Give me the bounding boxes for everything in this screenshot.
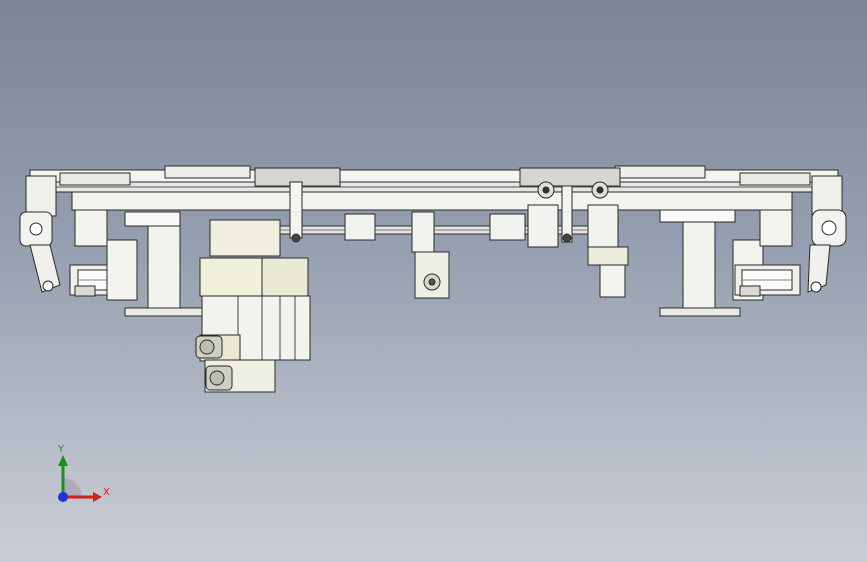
servo-motor [199,219,311,393]
motor-connector-lower [205,365,233,391]
triad-y-arrowhead [58,455,68,466]
left-clamp-arm [19,175,61,293]
triad-z-axis [58,492,68,502]
right-support-column [659,209,793,317]
left-support-column [74,209,206,317]
right-clamp-arm [807,175,847,293]
top-rail-assembly [29,165,839,211]
triad-y-label: Y [58,444,65,455]
right-cylinder [734,264,801,297]
triad-x-label: X [103,487,110,498]
triad-x-arrowhead [93,492,102,502]
center-bracket [289,181,450,299]
coordinate-triad [58,455,102,502]
triad-rotation-arc [63,478,82,497]
right-guide-blocks [489,181,629,298]
motor-connector-upper [195,335,223,359]
